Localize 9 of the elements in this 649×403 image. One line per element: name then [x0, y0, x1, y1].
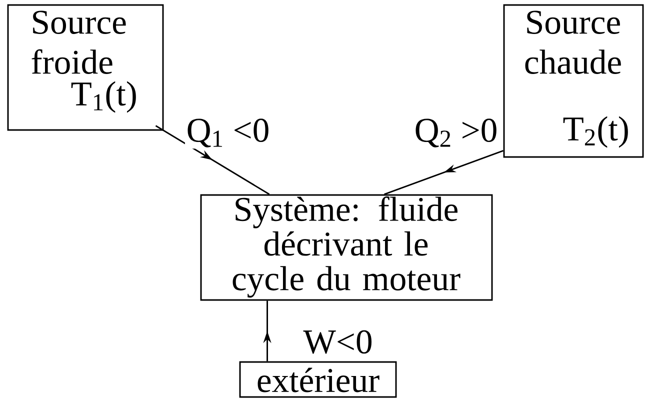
- source-box: Source froide T$_{1}$(t): [7, 4, 164, 131]
- system-box: Système: fluide décrivant le cycle du moteur: [200, 194, 493, 301]
- arrow: [384, 150, 504, 195]
- edge-label: Q$_{1}$ <0: [184, 117, 272, 149]
- edge-label: W<0: [302, 328, 374, 356]
- source-box: Source chaude T$_{2}$(t): [503, 4, 644, 158]
- edge-label: Q$_{2}$ >0: [412, 117, 500, 149]
- exterior-box: extérieur: [239, 361, 397, 398]
- arrow: [155, 125, 270, 195]
